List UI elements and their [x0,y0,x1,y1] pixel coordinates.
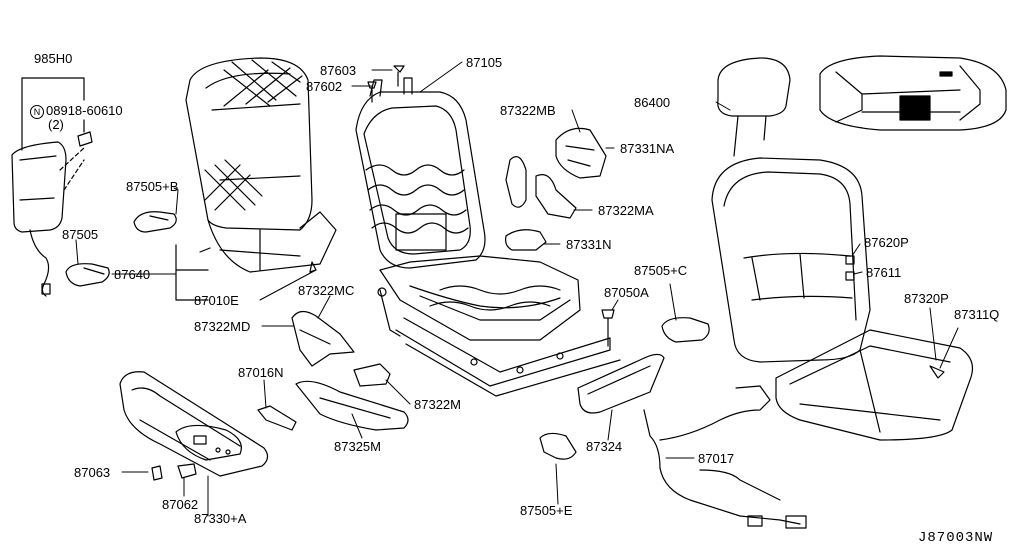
head-restraint [717,57,791,157]
label-87311Q: 87311Q [954,307,1000,322]
label-87062: 87062 [162,497,199,512]
label-08918-text: 08918-60610 [46,103,123,118]
trim-87322M [353,363,391,387]
vehicle-locator [819,55,1007,131]
label-87620P: 87620P [864,235,909,250]
label-87320P: 87320P [904,291,949,306]
knob-87063 [151,465,163,481]
label-87505C: 87505+C [634,263,688,278]
trim-87322MD [291,310,355,367]
label-08918-qty: (2) [48,117,64,132]
harness-87017 [643,385,807,529]
trim-87322MA [535,174,577,219]
trim-87505B [133,211,177,233]
label-87105: 87105 [466,55,503,70]
bolt-87050A [601,309,615,347]
label-87324: 87324 [586,439,623,454]
knob-87062 [177,463,197,479]
label-87640: 87640 [114,267,151,282]
nut-symbol-icon: N [30,104,44,119]
seat-back-assembly [711,157,973,441]
label-87322MA: 87322MA [598,203,654,218]
trim-87325M [295,380,409,431]
label-87322MC: 87322MC [298,283,355,298]
trim-87331N [505,229,547,251]
finisher-87324 [577,353,665,414]
label-87603: 87603 [320,63,357,78]
trim-87331NA [555,127,607,179]
label-87063: 87063 [74,465,111,480]
label-87322MD: 87322MD [194,319,251,334]
label-87505B: 87505+B [126,179,179,194]
switch-87016N [257,405,297,431]
trim-87322MB [505,156,527,208]
trim-87505 [65,263,110,287]
label-87331N: 87331N [566,237,612,252]
label-87611: 87611 [866,265,902,280]
trim-87505E [539,432,577,460]
label-87322MB: 87322MB [500,103,556,118]
label-86400: 86400 [634,95,671,110]
label-87325M: 87325M [334,439,381,454]
label-87050A: 87050A [604,285,649,300]
label-87505: 87505 [62,227,99,242]
label-87016N: 87016N [238,365,284,380]
label-985H0: 985H0 [34,51,73,66]
seat-side-cover [119,371,269,477]
seat-frame [355,65,621,397]
label-87010E: 87010E [194,293,239,308]
label-87602: 87602 [306,79,343,94]
label-87330A: 87330+A [194,511,247,526]
label-87322M: 87322M [414,397,461,412]
diagram-code: J87003NW [918,530,994,546]
trim-87505C [661,317,710,343]
label-87331NA: 87331NA [620,141,675,156]
label-87505E: 87505+E [520,503,573,518]
label-87017: 87017 [698,451,735,466]
seat-back-pad [175,57,337,301]
leader-lines [75,61,959,517]
